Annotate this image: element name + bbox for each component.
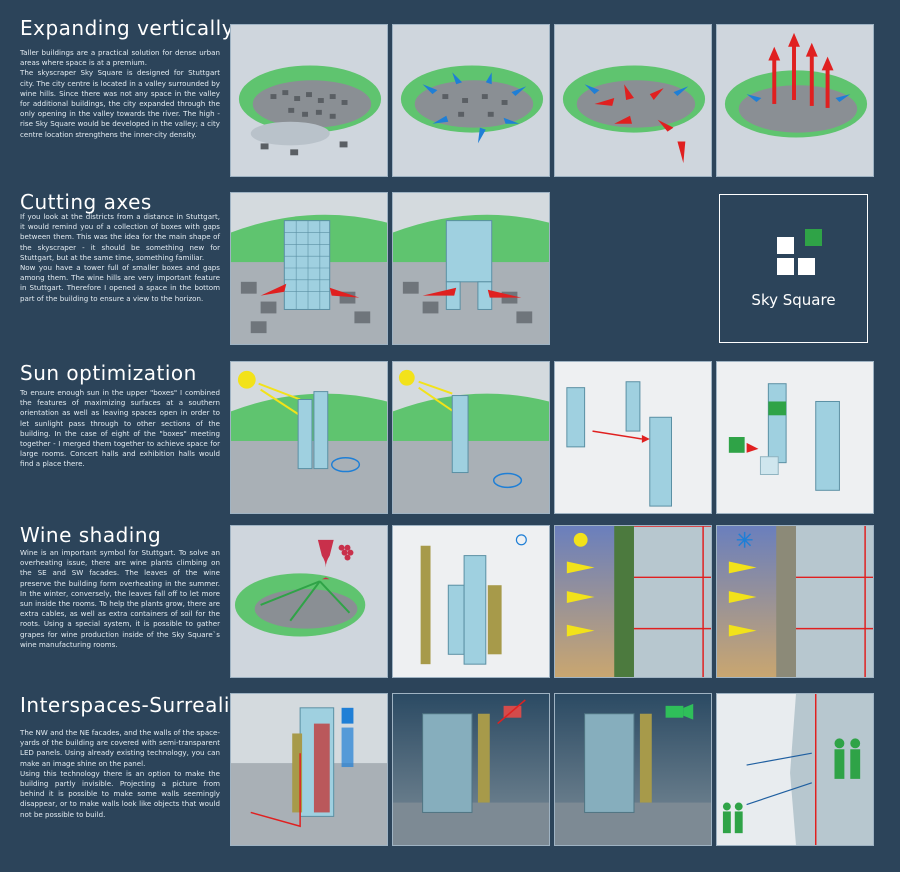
image-snowflake-facade-section: [716, 525, 874, 678]
section-title: Cutting axes: [20, 190, 152, 214]
paragraph: Now you have a tower full of smaller box…: [20, 263, 220, 303]
paragraph: Using this technology there is an option…: [20, 768, 220, 819]
image-people-facade: [716, 693, 874, 846]
image-sun-facade-section: [554, 525, 712, 678]
image-projector-off: [392, 693, 550, 846]
paragraph: The NW and the NE facades, and the walls…: [20, 728, 220, 768]
image-valley-red-arrows: [554, 24, 712, 177]
paragraph: If you look at the districts from a dist…: [20, 212, 220, 262]
image-tower-axes: [230, 192, 388, 345]
section-title: Wine shading: [20, 523, 162, 547]
section-text: If you look at the districts from a dist…: [20, 212, 220, 304]
image-sun-tower-1: [230, 361, 388, 514]
image-wine-plants-tower: [392, 525, 550, 678]
image-boxes-merged: [716, 361, 874, 514]
section-text: Wine is an important symbol for Stuttgar…: [20, 548, 220, 650]
logo-name: Sky Square: [751, 291, 836, 309]
section-text: Taller buildings are a practical solutio…: [20, 48, 220, 140]
sky-square-logo-icon: [777, 229, 822, 275]
image-valley-model: [230, 24, 388, 177]
paragraph: The skyscraper Sky Square is designed fo…: [20, 68, 220, 139]
paragraph: Taller buildings are a practical solutio…: [20, 48, 220, 68]
section-title: Interspaces-Surreality: [20, 693, 251, 717]
paragraph: To ensure enough sun in the upper "boxes…: [20, 388, 220, 469]
image-valley-vertical-arrows: [716, 24, 874, 177]
section-text: To ensure enough sun in the upper "boxes…: [20, 388, 220, 470]
image-grape-icon: [230, 525, 388, 678]
sky-square-logo-panel: Sky Square: [719, 194, 868, 343]
section-title: Sun optimization: [20, 361, 197, 385]
paragraph: Wine is an important symbol for Stuttgar…: [20, 548, 220, 649]
image-projector-tower: [230, 693, 388, 846]
image-boxes-split: [554, 361, 712, 514]
image-sun-tower-2: [392, 361, 550, 514]
image-valley-blue-arrows: [392, 24, 550, 177]
image-tower-cut-axes: [392, 192, 550, 345]
section-title: Expanding vertically: [20, 16, 235, 40]
section-text: The NW and the NE facades, and the walls…: [20, 728, 220, 820]
image-projector-on: [554, 693, 712, 846]
